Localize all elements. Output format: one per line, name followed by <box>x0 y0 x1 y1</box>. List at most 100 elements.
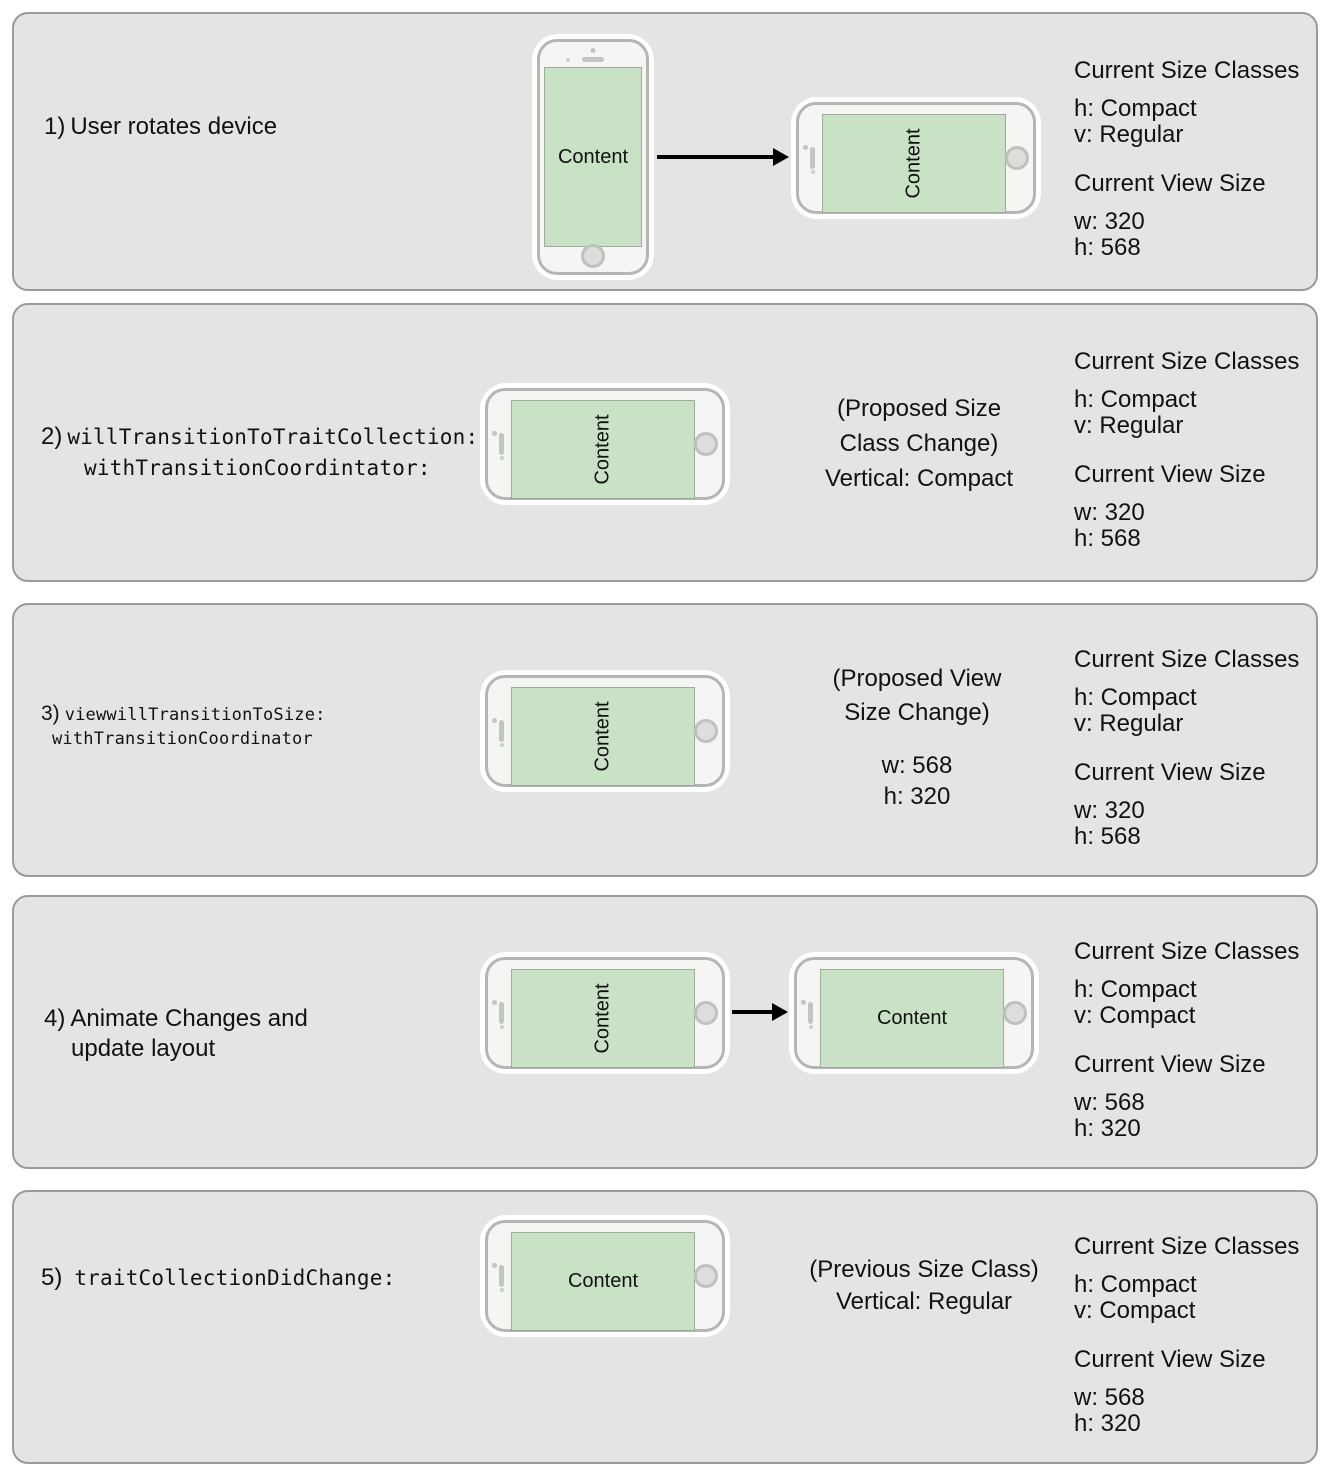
step-code-line2: withTransitionCoordinator <box>52 729 313 749</box>
step-label: 3) viewwillTransitionToSize: <box>41 702 326 726</box>
step-label: 1) User rotates device <box>44 113 277 141</box>
sensor-dot-icon <box>811 170 815 174</box>
content-label: Content <box>567 1270 639 1292</box>
animate-arrow <box>732 1010 772 1014</box>
view-size-h: h: 320 <box>1074 1410 1141 1437</box>
annotation-line: Size Change) <box>844 699 990 726</box>
camera-icon <box>590 48 596 53</box>
iphone-portrait: Content <box>532 34 654 280</box>
speaker-icon <box>808 1002 813 1024</box>
size-classes-group: Current Size Classes h: Compact v: Compa… <box>1074 1234 1319 1324</box>
view-size-w: w: 568 <box>1074 1384 1145 1411</box>
view-size-heading: Current View Size <box>1074 170 1266 197</box>
step-code-line1: traitCollectionDidChange: <box>74 1266 396 1290</box>
view-size-heading: Current View Size <box>1074 759 1266 786</box>
home-button-icon <box>694 1001 718 1025</box>
step-label-line2: withTransitionCoordintator: <box>84 456 431 480</box>
phone-frame: Content <box>485 388 725 500</box>
step-label: 4) Animate Changes and <box>44 1005 308 1033</box>
camera-icon <box>492 1263 497 1268</box>
step-prefix: 3) <box>41 702 60 725</box>
home-button-icon <box>694 432 718 456</box>
view-size-w: w: 320 <box>1074 499 1145 526</box>
proposed-view-size-values: w: 568 h: 320 <box>767 750 1067 812</box>
step-label: 5) traitCollectionDidChange: <box>41 1264 395 1292</box>
phone-screen: Content <box>822 114 1006 213</box>
content-label: Content <box>902 128 925 199</box>
size-classes-heading: Current Size Classes <box>1074 57 1300 84</box>
annotation-line: w: 568 <box>881 752 953 779</box>
speaker-icon <box>810 147 815 169</box>
step-prefix: 4) <box>44 1005 66 1032</box>
phone-frame: Content <box>537 39 649 275</box>
size-class-v: v: Regular <box>1074 121 1184 148</box>
camera-icon <box>492 718 497 723</box>
info-column: Current Size Classes h: Compact v: Compa… <box>1074 1234 1319 1437</box>
size-class-h: h: Compact <box>1074 976 1197 1003</box>
info-column: Current Size Classes h: Compact v: Compa… <box>1074 939 1319 1142</box>
view-size-heading: Current View Size <box>1074 461 1266 488</box>
sensor-dot-icon <box>500 743 504 747</box>
proposed-view-size-annotation: (Proposed View Size Change) <box>767 662 1067 730</box>
info-column: Current Size Classes h: Compact v: Regul… <box>1074 647 1319 850</box>
size-class-v: v: Compact <box>1074 1002 1196 1029</box>
sensor-dot-icon <box>809 1025 813 1029</box>
iphone-landscape: Content <box>480 952 730 1074</box>
sensor-dot-icon <box>500 1025 504 1029</box>
annotation-line: Vertical: Compact <box>824 465 1014 492</box>
annotation-line: h: 320 <box>883 783 951 810</box>
annotation-line: Class Change) <box>839 430 999 457</box>
size-classes-heading: Current Size Classes <box>1074 348 1300 375</box>
rotation-arrow <box>657 155 773 159</box>
content-label: Content <box>557 145 629 168</box>
size-classes-group: Current Size Classes h: Compact v: Compa… <box>1074 939 1319 1029</box>
phone-screen: Content <box>820 969 1004 1068</box>
view-size-h: h: 320 <box>1074 1115 1141 1142</box>
iphone-landscape-updated: Content <box>789 952 1039 1074</box>
panel-step-4: 4) Animate Changes and update layout Con… <box>12 895 1318 1169</box>
step-text-line2: update layout <box>71 1035 216 1062</box>
size-classes-heading: Current Size Classes <box>1074 1233 1300 1260</box>
view-size-group: Current View Size w: 320 h: 568 <box>1074 171 1319 261</box>
phone-frame: Content <box>796 102 1036 214</box>
annotation-line: (Previous Size Class) <box>809 1256 1039 1283</box>
content-label: Content <box>591 983 614 1054</box>
view-size-h: h: 568 <box>1074 234 1141 261</box>
content-label: Content <box>591 701 614 772</box>
panel-step-2: 2) willTransitionToTraitCollection: with… <box>12 303 1318 582</box>
step-label-line2: update layout <box>71 1035 215 1063</box>
annotation-line: Vertical: Regular <box>835 1288 1013 1315</box>
proposed-size-class-annotation: (Proposed Size Class Change) Vertical: C… <box>769 391 1069 496</box>
size-classes-heading: Current Size Classes <box>1074 646 1300 673</box>
step-text: User rotates device <box>70 113 278 140</box>
view-size-group: Current View Size w: 568 h: 320 <box>1074 1052 1319 1142</box>
speaker-icon <box>499 433 504 455</box>
content-label: Content <box>591 414 614 485</box>
panel-step-1: 1) User rotates device Content Content C… <box>12 12 1318 291</box>
camera-icon <box>492 1000 497 1005</box>
home-button-icon <box>694 719 718 743</box>
camera-icon <box>803 145 808 150</box>
phone-frame: Content <box>485 1220 725 1332</box>
view-size-heading: Current View Size <box>1074 1346 1266 1373</box>
step-label: 2) willTransitionToTraitCollection: <box>41 423 478 451</box>
view-size-group: Current View Size w: 320 h: 568 <box>1074 760 1319 850</box>
speaker-icon <box>499 720 504 742</box>
view-size-group: Current View Size w: 320 h: 568 <box>1074 462 1319 552</box>
iphone-landscape: Content <box>791 97 1041 219</box>
camera-icon <box>492 431 497 436</box>
step-prefix: 2) <box>41 423 63 450</box>
phone-screen: Content <box>511 687 695 786</box>
step-code-line1: willTransitionToTraitCollection: <box>67 425 479 449</box>
annotation-line: (Proposed Size <box>836 395 1002 422</box>
size-class-h: h: Compact <box>1074 95 1197 122</box>
speaker-icon <box>582 57 604 62</box>
iphone-landscape: Content <box>480 383 730 505</box>
speaker-icon <box>499 1265 504 1287</box>
home-button-icon <box>1005 146 1029 170</box>
sensor-dot-icon <box>500 1288 504 1292</box>
step-code-line2: withTransitionCoordintator: <box>84 456 431 480</box>
view-size-w: w: 320 <box>1074 797 1145 824</box>
size-classes-group: Current Size Classes h: Compact v: Regul… <box>1074 58 1319 148</box>
size-class-h: h: Compact <box>1074 1271 1197 1298</box>
